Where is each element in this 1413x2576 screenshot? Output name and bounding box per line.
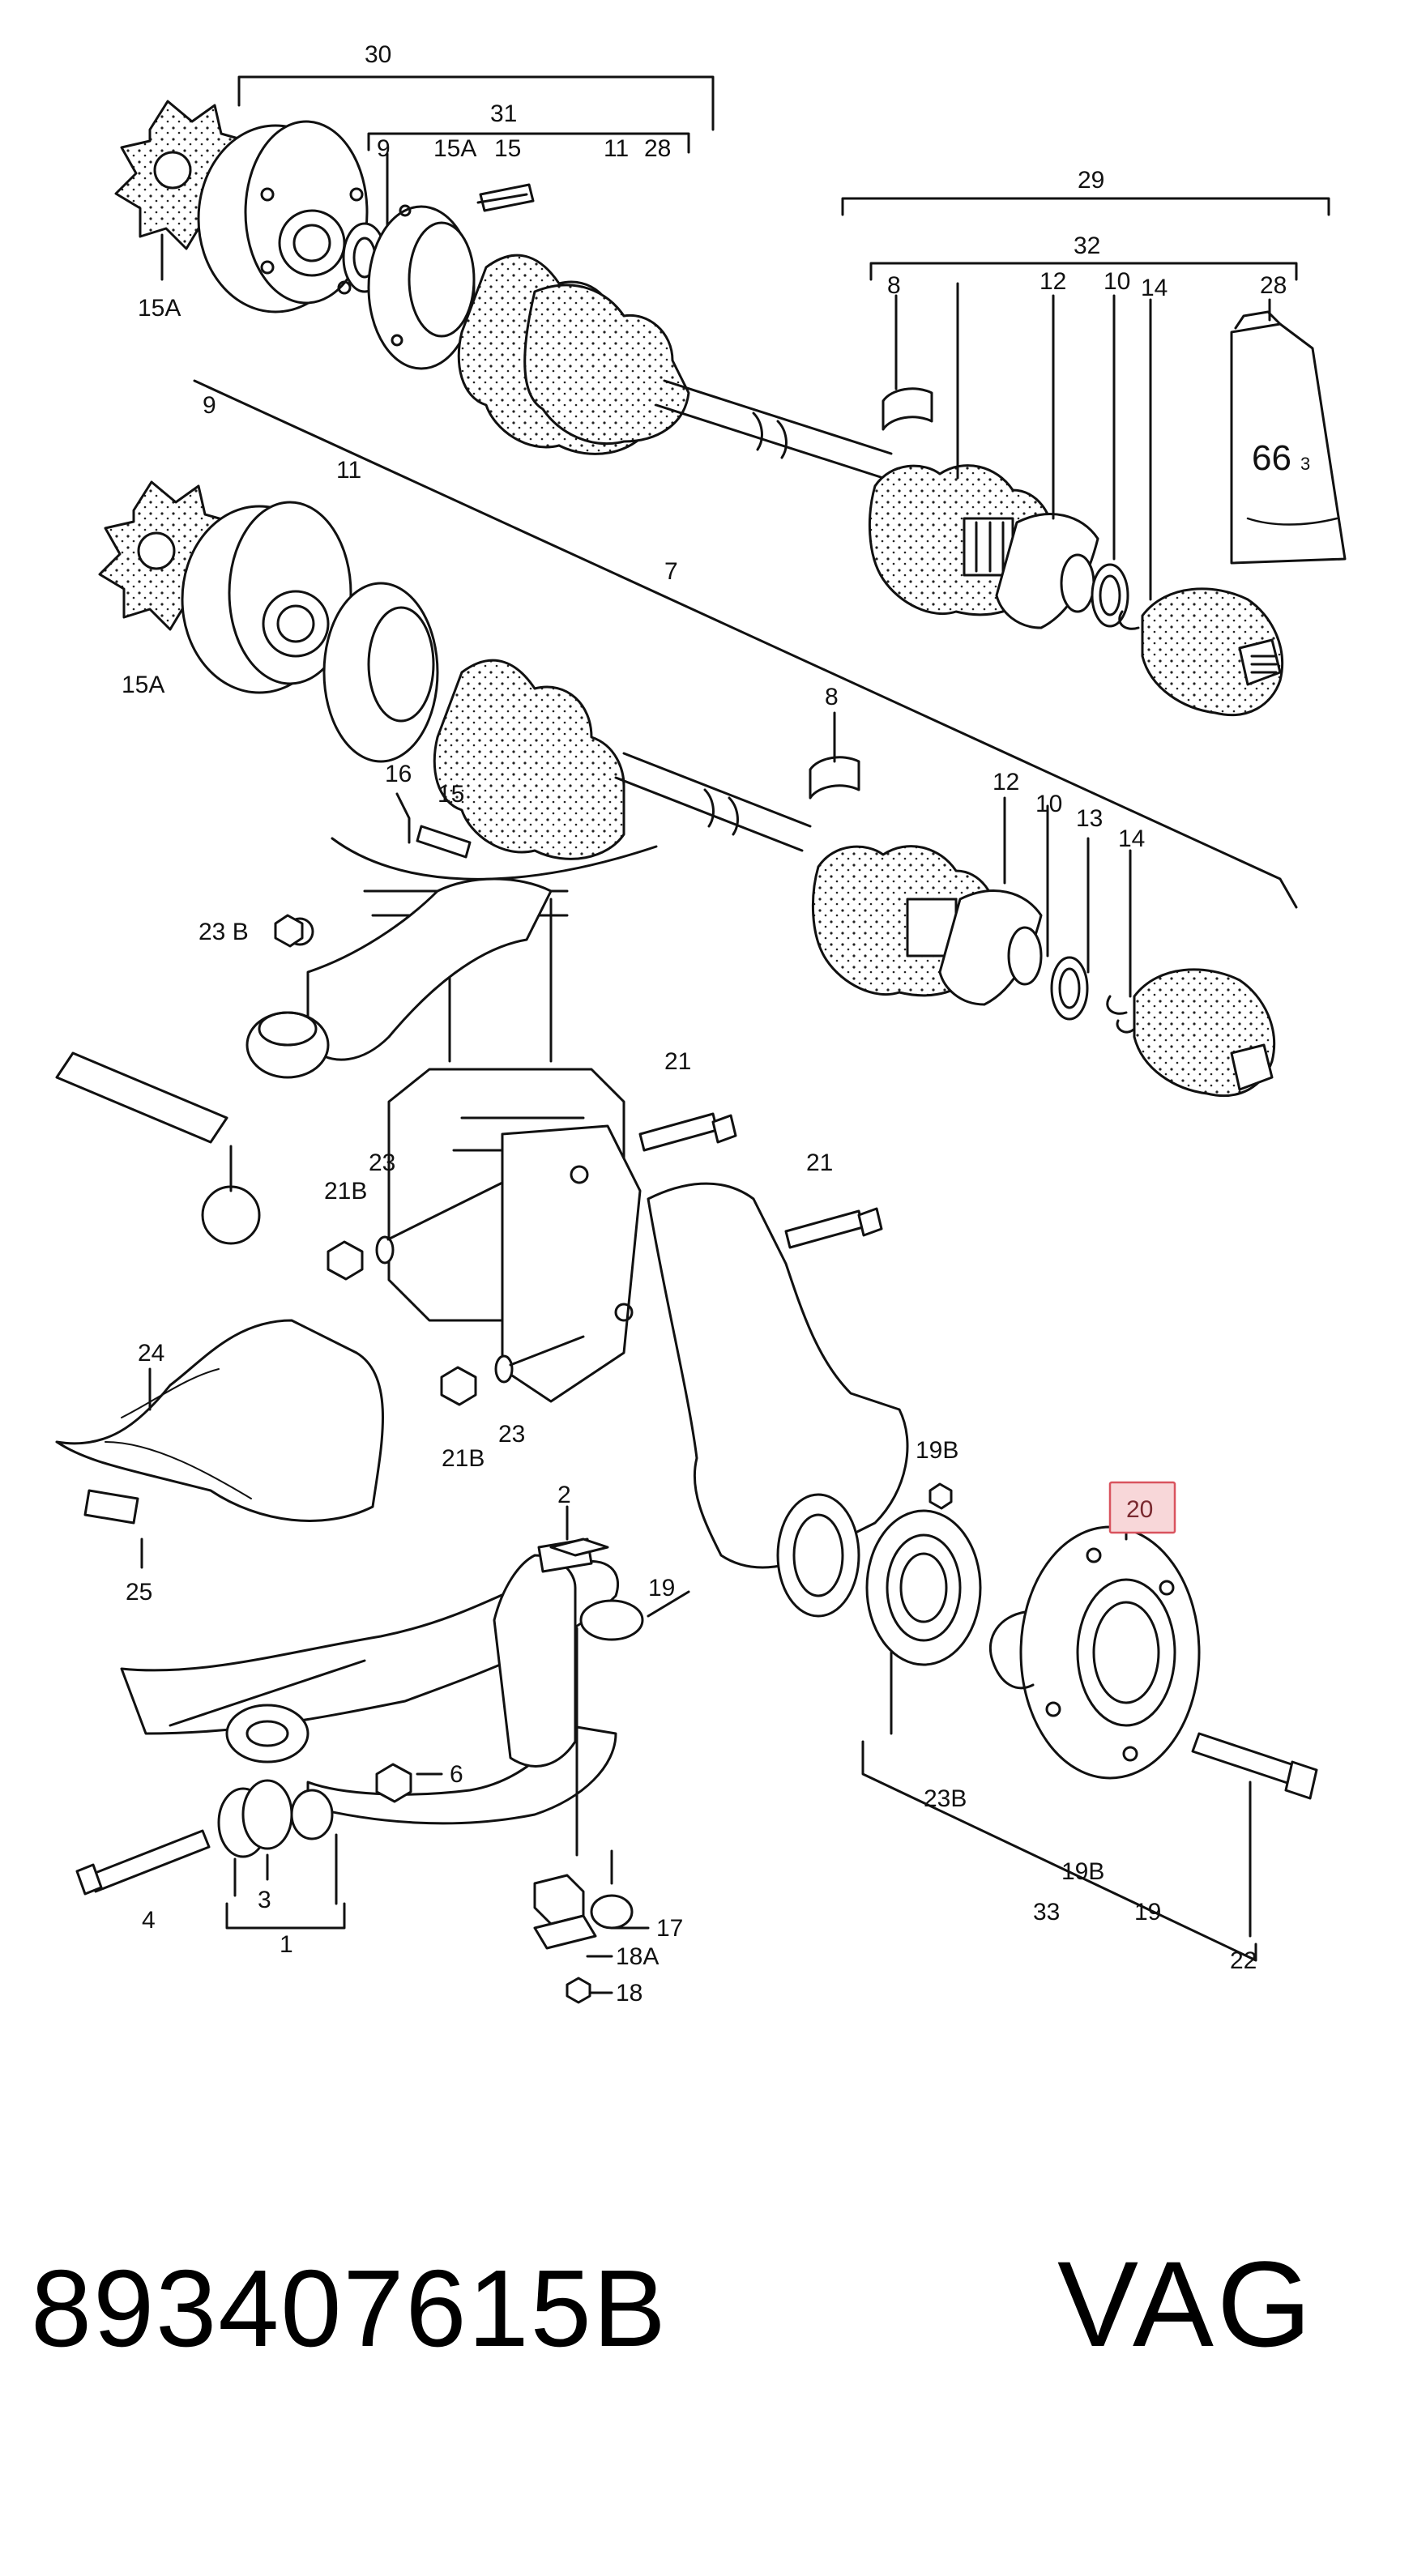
- label-9: 9: [377, 135, 391, 162]
- label-15: 15: [438, 781, 464, 808]
- label-32: 32: [1074, 232, 1100, 259]
- label-16: 16: [385, 761, 412, 787]
- label-13: 13: [1076, 805, 1103, 832]
- label-23: 23: [369, 1149, 395, 1176]
- splash-shield: [55, 1319, 384, 1569]
- label-10: 10: [1035, 791, 1062, 817]
- label-10: 10: [1104, 268, 1130, 295]
- label-23B: 23B: [924, 1785, 967, 1812]
- label-15: 15: [494, 135, 521, 162]
- label-6: 6: [450, 1761, 463, 1788]
- label-2: 2: [557, 1482, 571, 1508]
- label-12: 12: [1039, 268, 1066, 295]
- boot-upper-outer: [523, 284, 690, 446]
- label-21B: 21B: [324, 1178, 367, 1205]
- callout-labels: 30 31 9 15A 15 11 28 15A 29 32 8 12 10 1…: [122, 41, 1310, 2007]
- label-17: 17: [656, 1915, 683, 1942]
- label-15A: 15A: [433, 135, 476, 162]
- grease-tube-label: 66: [1252, 438, 1291, 478]
- label-20[interactable]: 20: [1126, 1496, 1153, 1523]
- grease-tube: [1230, 322, 1347, 565]
- label-4: 4: [142, 1907, 156, 1934]
- label-28: 28: [1260, 272, 1287, 299]
- label-30: 30: [365, 41, 391, 68]
- label-7: 7: [664, 558, 678, 585]
- lower-control-arm: [75, 1505, 1257, 2004]
- label-14: 14: [1118, 825, 1145, 852]
- label-19B: 19B: [1061, 1858, 1104, 1885]
- upper-driveshaft-assembly: [114, 75, 1347, 717]
- label-28: 28: [644, 135, 671, 162]
- steering-knuckle: [647, 1182, 909, 1569]
- label-21B: 21B: [442, 1445, 485, 1472]
- lower-driveshaft-assembly: [98, 379, 1298, 1098]
- label-19: 19: [1134, 1899, 1161, 1926]
- label-8: 8: [887, 272, 901, 299]
- label-23: 23: [498, 1421, 525, 1448]
- label-15A: 15A: [122, 672, 164, 698]
- label-29: 29: [1078, 167, 1104, 194]
- label-19B: 19B: [916, 1437, 958, 1464]
- part-number: 893407615B: [31, 2247, 668, 2369]
- label-12: 12: [993, 769, 1019, 795]
- label-24: 24: [138, 1340, 164, 1367]
- label-9: 9: [203, 392, 216, 419]
- label-8: 8: [825, 684, 839, 710]
- label-11: 11: [604, 135, 629, 162]
- label-11: 11: [336, 457, 361, 484]
- label-18: 18: [616, 1980, 642, 2007]
- label-21: 21: [664, 1048, 691, 1075]
- highlight-box-part-20[interactable]: [1108, 1481, 1176, 1534]
- label-22: 22: [1230, 1947, 1257, 1974]
- brand-name: VAG: [1057, 2236, 1315, 2372]
- label-21: 21: [806, 1149, 833, 1176]
- label-31: 31: [490, 100, 517, 127]
- label-14: 14: [1141, 275, 1168, 301]
- label-25: 25: [126, 1579, 152, 1606]
- label-23B: 23 B: [199, 919, 249, 945]
- strut-and-knuckle: [55, 837, 1318, 1800]
- label-15A: 15A: [138, 295, 181, 322]
- label-18A: 18A: [616, 1943, 659, 1970]
- label-33: 33: [1033, 1899, 1060, 1926]
- label-1: 1: [280, 1931, 293, 1958]
- label-3: 3: [258, 1887, 271, 1913]
- label-19: 19: [648, 1575, 675, 1601]
- boot-lower-inner: [433, 659, 625, 860]
- grease-tube-unit: 3: [1300, 454, 1310, 474]
- exploded-parts-diagram: 30 31 9 15A 15 11 28 15A 29 32 8 12 10 1…: [55, 41, 1347, 2007]
